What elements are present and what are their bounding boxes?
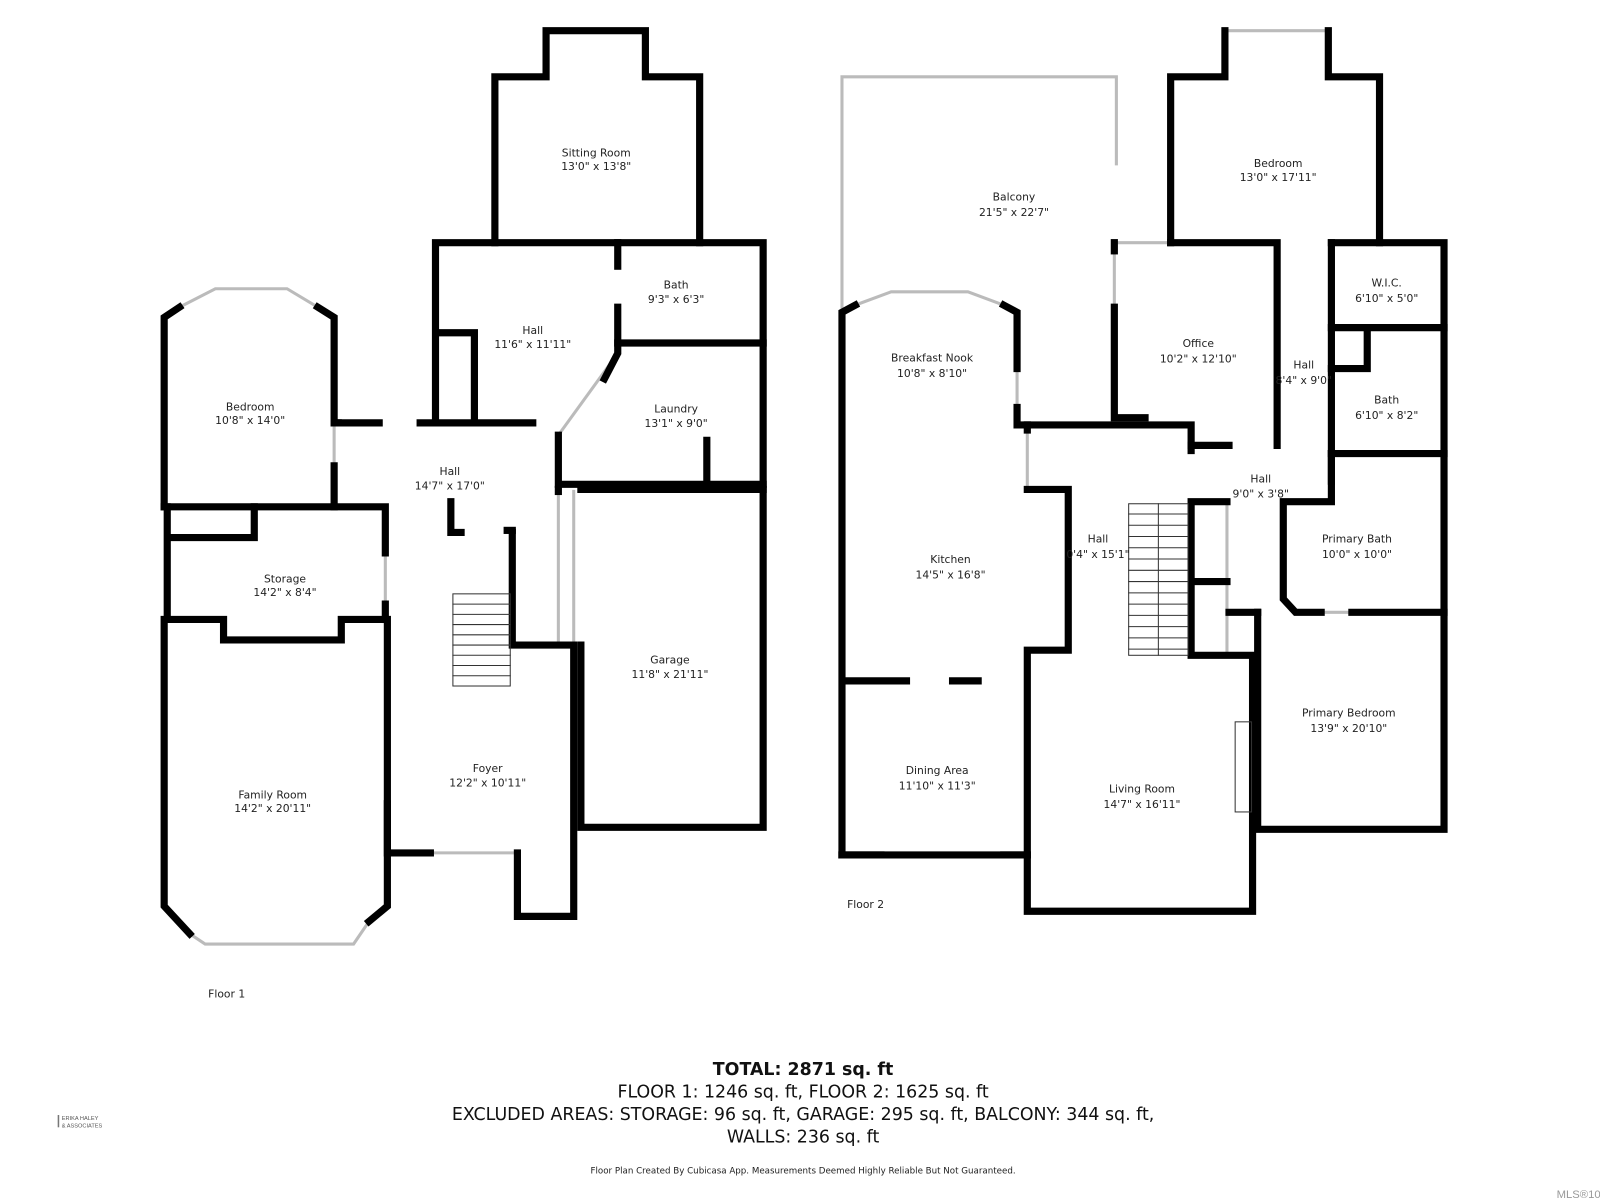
wall [312,302,342,427]
room-size: 11'6" x 11'11" [494,338,571,351]
room-size: 10'8" x 14'0" [215,414,285,427]
wall [1167,239,1281,449]
wall [1324,27,1384,247]
wall [1327,324,1371,373]
logo-line1: ERIKA HALEY [62,1116,99,1122]
floor2-label: Floor 2 [847,898,884,911]
room-name: Kitchen [930,553,970,566]
wall [163,615,389,644]
room-name: Primary Bedroom [1302,707,1396,720]
room-size: 10'0" x 10'0" [1322,548,1392,561]
room-size: 9'0" x 3'8" [1233,488,1289,501]
stair-flight [452,593,511,687]
room-size: 13'0" x 13'8" [561,160,631,173]
room-size: 11'8" x 21'11" [632,668,709,681]
room-name: Balcony [993,191,1036,204]
room-size: 14'2" x 8'4" [253,586,316,599]
total-area: TOTAL: 2871 sq. ft [713,1060,894,1080]
room-size: 14'5" x 16'8" [915,568,985,581]
floor-areas: FLOOR 1: 1246 sq. ft, FLOOR 2: 1625 sq. … [617,1083,988,1103]
room-name: Hall [522,324,543,337]
room-name: Bath [1374,393,1399,406]
room-name: Bath [664,279,689,292]
room-size: 9'3" x 6'3" [648,293,704,306]
room-size: 13'0" x 17'11" [1240,171,1317,184]
room-size: 6'10" x 8'2" [1355,409,1418,422]
wall [599,303,622,384]
wall [383,800,434,857]
floor1-label: Floor 1 [208,987,245,1000]
wall [160,302,185,511]
company-logo: ERIKA HALEY & ASSOCIATES [57,1115,103,1129]
wall [1110,303,1149,422]
excluded-areas: EXCLUDED AREAS: STORAGE: 96 sq. ft, GARA… [452,1105,1154,1125]
room-size: 8'4" x 9'0" [1276,374,1332,387]
wall [508,528,578,920]
room-name: Foyer [473,762,503,775]
room-name: Hall [1250,472,1271,485]
room-size: 21'5" x 22'7" [979,206,1049,219]
wall [160,615,195,939]
wall [577,485,767,831]
wall [491,27,704,247]
room-name: Sitting Room [562,147,631,160]
wall [437,329,478,427]
wall [998,300,1021,373]
wall [431,239,767,494]
room-size: 10'2" x 12'10" [1160,352,1237,365]
room-name: Hall [1088,533,1109,546]
room-name: Hall [1293,359,1314,372]
room-size: 11'10" x 11'3" [899,779,976,792]
room-size: 6'10" x 5'0" [1355,292,1418,305]
wall [165,503,258,542]
wall [838,300,861,859]
room-name: Breakfast Nook [891,351,974,364]
window [187,919,372,946]
wall [838,485,1072,859]
stairs [452,503,1253,813]
floor2-room-labels: Balcony 21'5" x 22'7" Bedroom 13'0" x 17… [847,157,1418,911]
window [177,287,320,310]
wall [554,431,767,488]
room-size: 0'4" x 15'1" [1066,548,1129,561]
room-name: W.I.C. [1372,277,1402,290]
room-name: Bedroom [226,401,275,414]
wall [1279,449,1335,616]
room-name: Living Room [1109,782,1175,795]
mls-number: MLS®1018190 [1557,1189,1600,1200]
room-size: 14'7" x 17'0" [415,479,485,492]
room-name: Primary Bath [1322,533,1392,546]
floor1-room-labels: Sitting Room 13'0" x 13'8" Bath 9'3" x 6… [208,147,708,1001]
room-name: Office [1183,337,1215,350]
wall [1023,498,1257,915]
area-summary: TOTAL: 2871 sq. ft FLOOR 1: 1246 sq. ft,… [452,1060,1154,1176]
room-size: 10'8" x 8'10" [897,367,967,380]
room-name: Hall [440,465,461,478]
room-size: 13'1" x 9'0" [645,417,708,430]
wall [1013,403,1195,455]
room-size: 14'7" x 16'11" [1104,798,1181,811]
wall [447,498,465,537]
logo-line2: & ASSOCIATES [62,1123,103,1129]
walls-area: WALLS: 236 sq. ft [727,1128,880,1148]
room-name: Garage [650,653,690,666]
room-name: Storage [264,573,306,586]
room-size: 14'2" x 20'11" [234,802,311,815]
disclaimer: Floor Plan Created By Cubicasa App. Meas… [591,1166,1016,1176]
room-name: Dining Area [906,764,969,777]
room-name: Laundry [654,403,698,416]
wall [160,503,389,557]
room-name: Family Room [238,789,307,802]
wall [1254,239,1448,833]
window [853,290,1006,308]
wall [1167,27,1229,247]
room-name: Bedroom [1254,157,1303,170]
fireplace [1234,721,1253,813]
window [840,75,1118,309]
walls [160,27,1448,939]
wall [363,615,391,927]
room-size: 13'9" x 20'10" [1310,722,1387,735]
room-size: 12'2" x 10'11" [449,776,526,789]
